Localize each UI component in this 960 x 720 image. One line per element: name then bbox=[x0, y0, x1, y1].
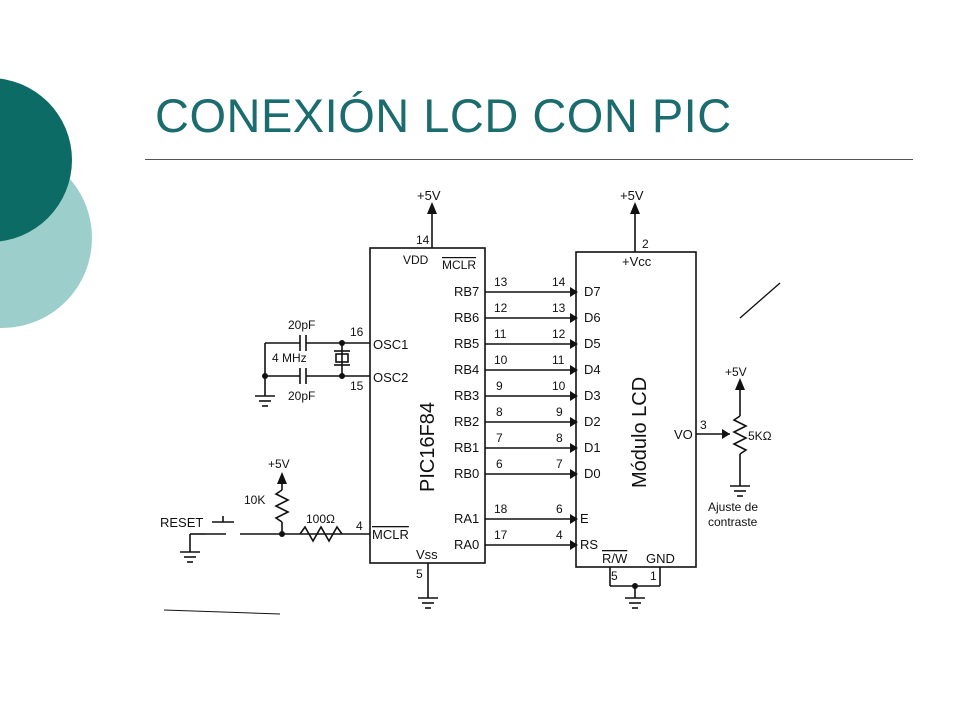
lcd-label-e: E bbox=[580, 511, 589, 526]
pic-vss-pin: 5 bbox=[416, 567, 423, 581]
cap-bottom-label: 20pF bbox=[288, 389, 315, 403]
reset-supply-label: +5V bbox=[268, 457, 290, 471]
pic-mclr-label: MCLR bbox=[372, 527, 409, 542]
lcd-vcc-pin: 2 bbox=[642, 237, 649, 251]
dark-teal-circle bbox=[0, 78, 72, 242]
slide-title: CONEXIÓN LCD CON PIC bbox=[155, 89, 732, 142]
pot-supply-label: +5V bbox=[725, 365, 747, 379]
pic-port-rb2: RB2 bbox=[454, 414, 479, 429]
reset-circuit bbox=[180, 478, 370, 563]
pic-port-rb4: RB4 bbox=[454, 362, 479, 377]
pic-pin-rb2: 8 bbox=[496, 405, 503, 419]
series-resistor-label: 100Ω bbox=[306, 512, 335, 526]
pic-port-rb5: RB5 bbox=[454, 336, 479, 351]
pic-pin-rb5: 11 bbox=[494, 327, 507, 341]
lcd-label-d1: D1 bbox=[584, 440, 601, 455]
data-bus bbox=[485, 291, 570, 546]
contrast-pot bbox=[696, 383, 750, 497]
lcd-label-d0: D0 bbox=[584, 466, 601, 481]
cap-top-label: 20pF bbox=[288, 318, 315, 332]
pic-port-rb0: RB0 bbox=[454, 466, 479, 481]
arrowheads bbox=[262, 202, 745, 589]
pic-mclr-pin: 4 bbox=[356, 519, 363, 533]
lcd-module bbox=[575, 251, 697, 568]
lcd-label-d7: D7 bbox=[584, 284, 601, 299]
lcd-vo-label: VO bbox=[674, 427, 693, 442]
lcd-pin-d5: 12 bbox=[552, 327, 566, 341]
lcd-pin-rs: 4 bbox=[556, 528, 563, 542]
pic-port-rb6: RB6 bbox=[454, 310, 479, 325]
pic-port-ra0: RA0 bbox=[454, 537, 479, 552]
pic-vdd-pin: 14 bbox=[416, 233, 430, 247]
lcd-label-rs: RS bbox=[580, 537, 598, 552]
lcd-pin-d6: 13 bbox=[552, 301, 566, 315]
lcd-pin-e: 6 bbox=[556, 502, 563, 516]
contrast-label-2: contraste bbox=[708, 515, 758, 529]
pic-supply-label: +5V bbox=[417, 188, 441, 203]
title-divider bbox=[145, 159, 913, 160]
pot-value-label: 5KΩ bbox=[748, 429, 772, 443]
lcd-vo-pin: 3 bbox=[700, 418, 707, 432]
pic-pin-rb0: 6 bbox=[496, 457, 503, 471]
pic-mclr-top: MCLR bbox=[442, 258, 476, 272]
lcd-label-d6: D6 bbox=[584, 310, 601, 325]
lcd-pin-d4: 11 bbox=[552, 353, 565, 367]
lcd-pin-d2: 9 bbox=[556, 405, 563, 419]
lcd-label-d4: D4 bbox=[584, 362, 601, 377]
pic-pin-rb1: 7 bbox=[496, 431, 503, 445]
lcd-pin-d3: 10 bbox=[552, 379, 566, 393]
lcd-supply-label: +5V bbox=[620, 188, 644, 203]
pic-pin-ra0: 17 bbox=[494, 528, 508, 542]
pic-chip-name: PIC16F84 bbox=[417, 402, 439, 492]
pic-port-rb7: RB7 bbox=[454, 284, 479, 299]
lcd-pin-d7: 14 bbox=[552, 275, 566, 289]
lcd-gnd-label: GND bbox=[646, 551, 675, 566]
pic-vss-label: Vss bbox=[416, 547, 438, 562]
reset-label: RESET bbox=[160, 515, 203, 530]
pic-pin-ra1: 18 bbox=[494, 502, 508, 516]
pic-osc1-pin: 16 bbox=[350, 325, 364, 339]
lcd-rw-label: R/W bbox=[602, 551, 628, 566]
pullup-label: 10K bbox=[244, 493, 265, 507]
pic-port-rb1: RB1 bbox=[454, 440, 479, 455]
lcd-label-d3: D3 bbox=[584, 388, 601, 403]
decorative-circles bbox=[0, 78, 92, 328]
pic-osc2-pin: 15 bbox=[350, 379, 364, 393]
crystal-freq-label: 4 MHz bbox=[272, 351, 307, 365]
pic-port-ra1: RA1 bbox=[454, 511, 479, 526]
circuit-schematic: +5V +5V +5V +5V 14 VDD MCLR 16 OSC1 15 O… bbox=[160, 188, 781, 615]
lcd-vcc-label: +Vcc bbox=[622, 254, 652, 269]
crystal-oscillator bbox=[255, 335, 370, 407]
lcd-label-d5: D5 bbox=[584, 336, 601, 351]
lcd-pin-d0: 7 bbox=[556, 457, 563, 471]
pic-port-rb3: RB3 bbox=[454, 388, 479, 403]
lcd-rw-pin: 5 bbox=[611, 569, 618, 583]
lcd-module-name: Módulo LCD bbox=[629, 377, 651, 488]
pic-vdd-label: VDD bbox=[403, 253, 429, 267]
pic-osc1-label: OSC1 bbox=[373, 337, 408, 352]
contrast-label-1: Ajuste de bbox=[708, 500, 758, 514]
pic-pin-rb4: 10 bbox=[494, 353, 508, 367]
pic-osc2-label: OSC2 bbox=[373, 370, 408, 385]
lcd-pin-d1: 8 bbox=[556, 431, 563, 445]
pic-pin-rb6: 12 bbox=[494, 301, 508, 315]
lcd-label-d2: D2 bbox=[584, 414, 601, 429]
pic-pin-rb3: 9 bbox=[496, 379, 503, 393]
pic-pin-rb7: 13 bbox=[494, 275, 508, 289]
lcd-gnd-pin: 1 bbox=[650, 569, 657, 583]
